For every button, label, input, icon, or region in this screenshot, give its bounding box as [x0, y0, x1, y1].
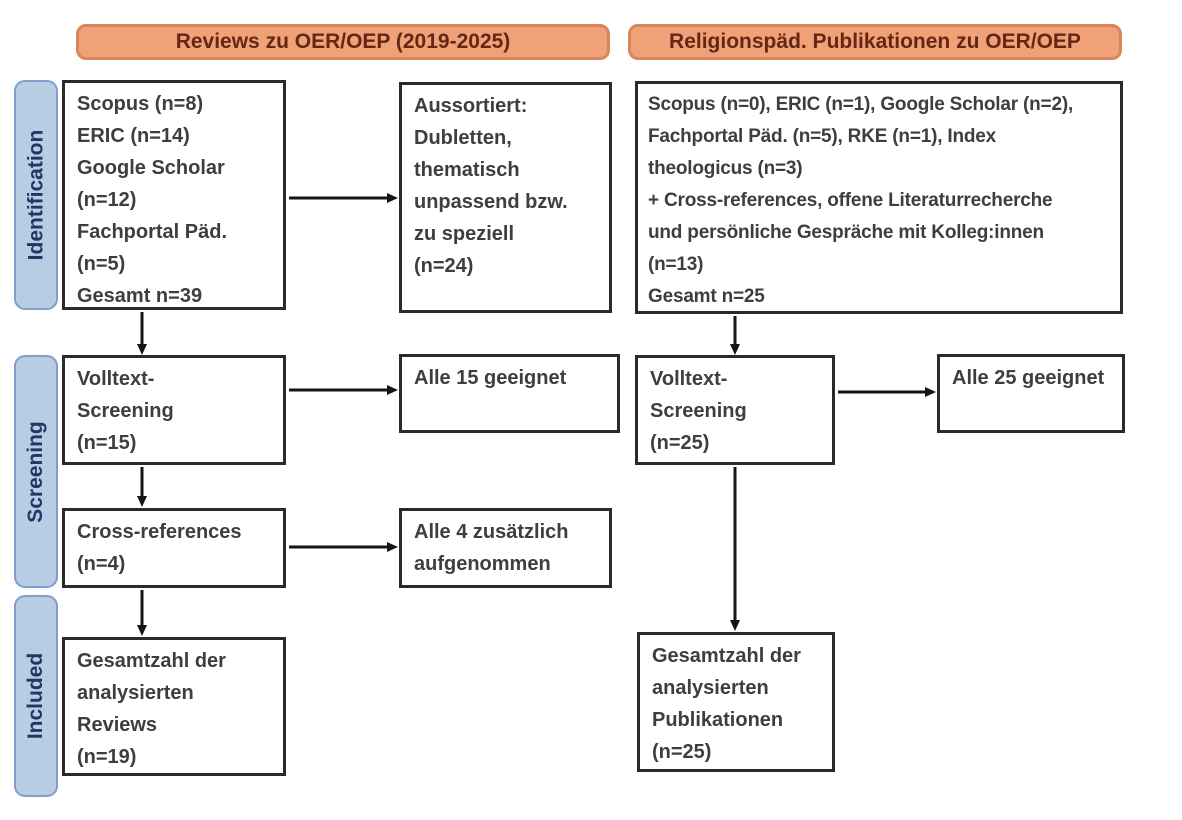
box-left-fulltext-screening: Volltext- Screening (n=15) [62, 355, 286, 465]
box-left-fulltext-result: Alle 15 geeignet [399, 354, 620, 433]
stage-label-screening: Screening [14, 355, 58, 588]
box-left-sources: Scopus (n=8) ERIC (n=14) Google Scholar … [62, 80, 286, 310]
box-right-included-total: Gesamtzahl der analysierten Publikatione… [637, 632, 835, 772]
box-right-sources: Scopus (n=0), ERIC (n=1), Google Scholar… [635, 81, 1123, 314]
column-header-religionspaed: Religionspäd. Publikationen zu OER/OEP [628, 24, 1122, 60]
stage-label-included-text: Included [24, 652, 47, 740]
stage-label-identification-text: Identification [24, 129, 48, 261]
box-left-included-total: Gesamtzahl der analysierten Reviews (n=1… [62, 637, 286, 776]
stage-label-identification: Identification [14, 80, 58, 310]
box-right-fulltext-screening: Volltext- Screening (n=25) [635, 355, 835, 465]
box-left-cross-references: Cross-references (n=4) [62, 508, 286, 588]
stage-label-included: Included [14, 595, 58, 797]
box-right-fulltext-result: Alle 25 geeignet [937, 354, 1125, 433]
column-header-reviews: Reviews zu OER/OEP (2019-2025) [76, 24, 610, 60]
box-left-excluded: Aussortiert: Dubletten, thematisch unpas… [399, 82, 612, 313]
box-left-cross-references-result: Alle 4 zusätzlich aufgenommen [399, 508, 612, 588]
stage-label-screening-text: Screening [24, 420, 48, 523]
